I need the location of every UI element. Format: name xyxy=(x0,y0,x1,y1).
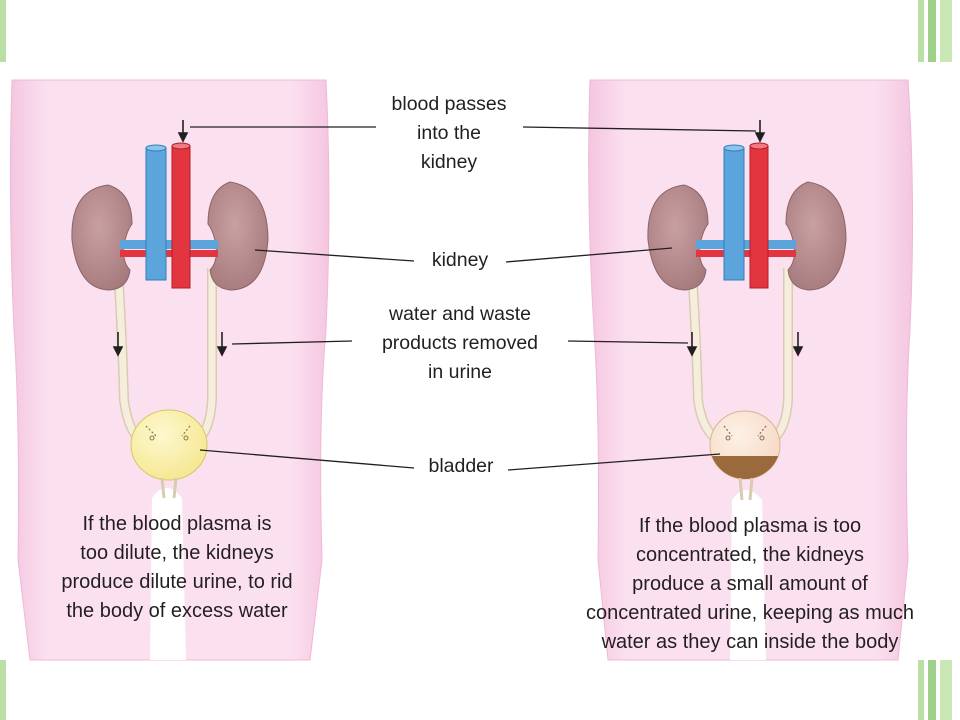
caption-left-line-2: too dilute, the kidneys xyxy=(80,542,274,564)
caption-right: If the blood plasma is too concentrated,… xyxy=(548,512,952,657)
caption-right-line-3: produce a small amount of xyxy=(632,573,868,595)
caption-left-line-4: the body of excess water xyxy=(66,600,288,622)
caption-right-line-5: water as they can inside the body xyxy=(601,631,899,653)
right-green-bar-1-bottom xyxy=(918,660,924,720)
left-green-bar-top xyxy=(0,0,6,62)
caption-right-line-4: concentrated urine, keeping as much xyxy=(586,602,914,624)
label-water-waste: water and waste products removed in urin… xyxy=(352,300,568,387)
left-urinary-system xyxy=(71,120,269,499)
caption-right-line-2: concentrated, the kidneys xyxy=(636,544,864,566)
left-green-bar-bottom xyxy=(0,660,6,720)
left-kidney-right xyxy=(207,181,269,291)
caption-left-line-1: If the blood plasma is xyxy=(82,513,272,535)
right-urinary-system xyxy=(647,120,847,501)
right-green-bar-2-bottom xyxy=(928,660,936,720)
right-kidney-left xyxy=(647,184,709,291)
caption-left-line-3: produce dilute urine, to rid xyxy=(61,571,293,593)
label-blood-line-2: into the xyxy=(417,122,481,144)
left-kidney-left xyxy=(71,184,133,291)
label-waste-line-1: water and waste xyxy=(389,303,531,325)
right-green-bar-3-top xyxy=(940,0,952,62)
caption-right-line-1: If the blood plasma is too xyxy=(638,515,862,537)
label-blood-passes: blood passes into the kidney xyxy=(376,90,522,177)
label-waste-line-2: products removed xyxy=(381,332,539,354)
label-waste-line-3: in urine xyxy=(428,361,492,383)
right-green-bar-1-top xyxy=(918,0,924,62)
caption-left: If the blood plasma is too dilute, the k… xyxy=(22,510,332,626)
label-blood-line-1: blood passes xyxy=(391,93,507,115)
right-green-bar-2-top xyxy=(928,0,936,62)
label-kidney-text: kidney xyxy=(431,249,489,271)
right-green-bar-3-bottom xyxy=(940,660,952,720)
label-blood-line-3: kidney xyxy=(420,151,478,173)
label-bladder: bladder xyxy=(412,452,510,481)
right-kidney-right xyxy=(785,181,847,291)
label-bladder-text: bladder xyxy=(428,455,494,477)
leader-lines xyxy=(190,126,757,471)
label-kidney: kidney xyxy=(412,246,508,275)
